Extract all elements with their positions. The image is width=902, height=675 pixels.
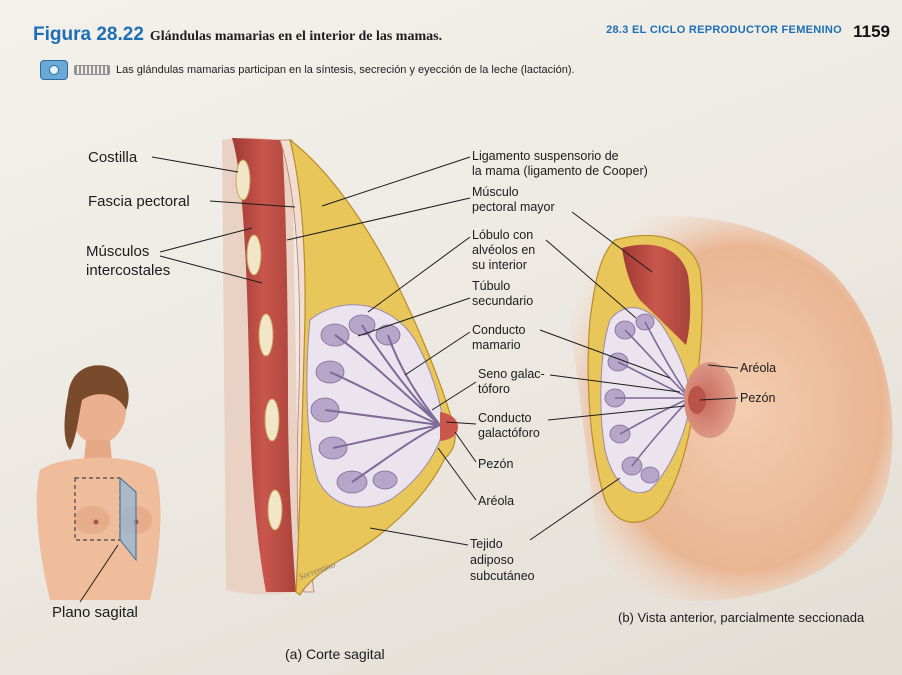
rib-3	[259, 314, 273, 356]
label-conducto-galactoforo-2: galactóforo	[478, 426, 540, 440]
sagittal-section-diagram	[222, 138, 458, 595]
label-ligamento-1: Ligamento suspensorio de	[472, 149, 619, 163]
label-intercostales: intercostales	[86, 262, 170, 279]
label-conducto-galactoforo-1: Conducto	[478, 411, 532, 425]
label-tubulo: Túbulo	[472, 279, 510, 293]
label-pezon-a: Pezón	[478, 457, 513, 471]
label-areola-a: Aréola	[478, 494, 514, 508]
subcaption-a: (a) Corte sagital	[285, 646, 385, 662]
label-fascia-pectoral: Fascia pectoral	[88, 193, 190, 210]
label-pectoral-mayor: pectoral mayor	[472, 200, 555, 214]
label-pezon-b: Pezón	[740, 391, 775, 405]
label-areola-b: Aréola	[740, 361, 776, 375]
label-conducto-mamario-2: mamario	[472, 338, 521, 352]
subcaption-b: (b) Vista anterior, parcialmente seccion…	[618, 610, 864, 625]
rib-5	[268, 490, 282, 530]
label-subcutaneo: subcutáneo	[470, 569, 535, 583]
label-plano-sagital: Plano sagital	[52, 604, 138, 621]
label-seno-2: tóforo	[478, 382, 510, 396]
label-lobulo-1: Lóbulo con	[472, 228, 533, 242]
label-musculos: Músculos	[86, 243, 149, 260]
anterior-view-diagram	[560, 216, 893, 601]
label-musculo: Músculo	[472, 185, 519, 199]
label-adiposo: adiposo	[470, 553, 514, 567]
label-costilla: Costilla	[88, 149, 138, 166]
label-lobulo-3: su interior	[472, 258, 527, 272]
label-seno-1: Seno galac-	[478, 367, 545, 381]
rib-1	[236, 160, 250, 200]
label-ligamento-2: la mama (ligamento de Cooper)	[472, 164, 648, 178]
rib-2	[247, 235, 261, 275]
label-secundario: secundario	[472, 294, 533, 308]
rib-4	[265, 399, 279, 441]
sagittal-plane-inset	[37, 365, 161, 600]
label-conducto-mamario-1: Conducto	[472, 323, 526, 337]
label-tejido: Tejido	[470, 537, 503, 551]
label-lobulo-2: alvéolos en	[472, 243, 535, 257]
